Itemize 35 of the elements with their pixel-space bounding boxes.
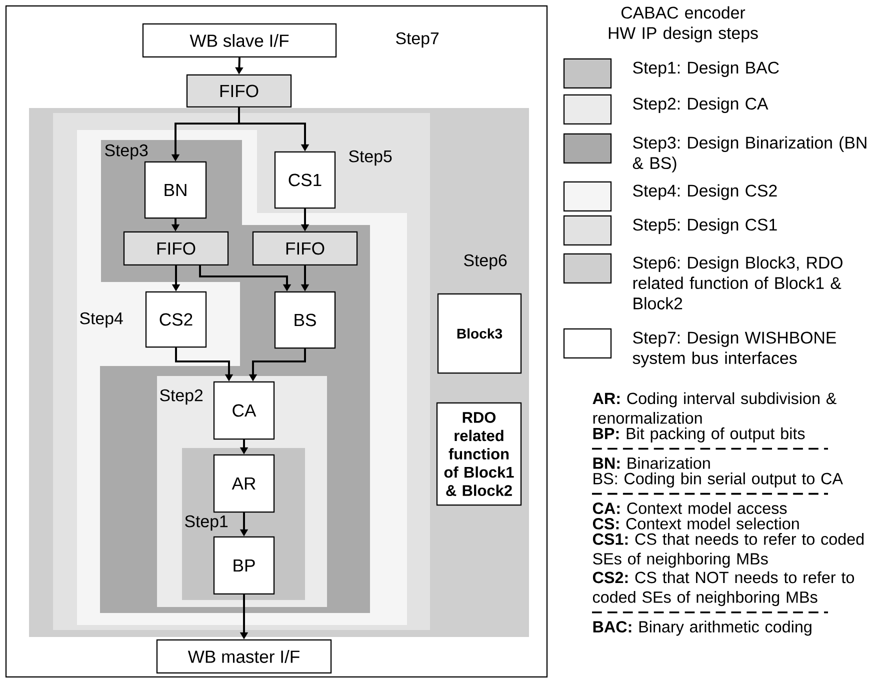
step-label: Step1 (185, 515, 228, 531)
legend-text: Step5: Design CS1 (633, 218, 777, 234)
module-box: CA (213, 381, 275, 440)
abbreviation-note: CS: Context model selection (592, 518, 799, 530)
fifo-box: FIFO (123, 231, 229, 266)
abbreviation-note: CS2: CS that NOT needs to refer to coded SEs of neighboring MBs (592, 571, 854, 606)
step-label: Step4 (80, 312, 123, 328)
fifo-box: FIFO (186, 74, 292, 108)
module-box: BS (274, 291, 336, 349)
legend-text: Step7: Design WISHBONE system bus interfaces (632, 331, 836, 368)
abbreviation-note: BN: Binarization (593, 457, 710, 469)
step-label: Step6 (464, 254, 507, 270)
module-box: AR (213, 454, 275, 513)
module-box: CS2 (145, 291, 207, 348)
block-box: RDO related function of Block1 & Block2 (436, 402, 522, 506)
module-box: BP (213, 536, 275, 595)
abbreviation-note: CS1: CS that needs to refer to coded SEs of neighboring MBs (592, 533, 864, 568)
abbreviation-note: CA: Context model access (592, 502, 787, 514)
legend-title: CABAC encoder HW IP design steps (608, 6, 758, 42)
legend-text: Step6: Design Block3, RDO related function of Block1 & Block2 (633, 256, 842, 310)
abbreviation-note: AR: Coding interval subdivision & renormalization (592, 392, 836, 424)
interface-box: WB master I/F (156, 639, 332, 674)
step-label: Step7 (396, 32, 439, 48)
abbreviation-note: BS: Coding bin serial output to CA (594, 472, 843, 488)
legend-text: Step1: Design BAC (633, 61, 779, 77)
interface-box: WB slave I/F (142, 23, 337, 58)
module-box: CS1 (274, 151, 336, 209)
legend-text: Step3: Design Binarization (BN & BS) (632, 136, 866, 172)
legend-text: Step2: Design CA (633, 97, 768, 113)
legend-text: Step4: Design CS2 (633, 184, 777, 200)
abbreviation-note: BP: Bit packing of output bits (593, 427, 805, 442)
abbreviation-note: BAC: Binary arithmetic coding (593, 620, 812, 636)
block-box: Block3 (437, 293, 522, 374)
module-box: BN (144, 161, 207, 219)
fifo-box: FIFO (252, 231, 358, 266)
